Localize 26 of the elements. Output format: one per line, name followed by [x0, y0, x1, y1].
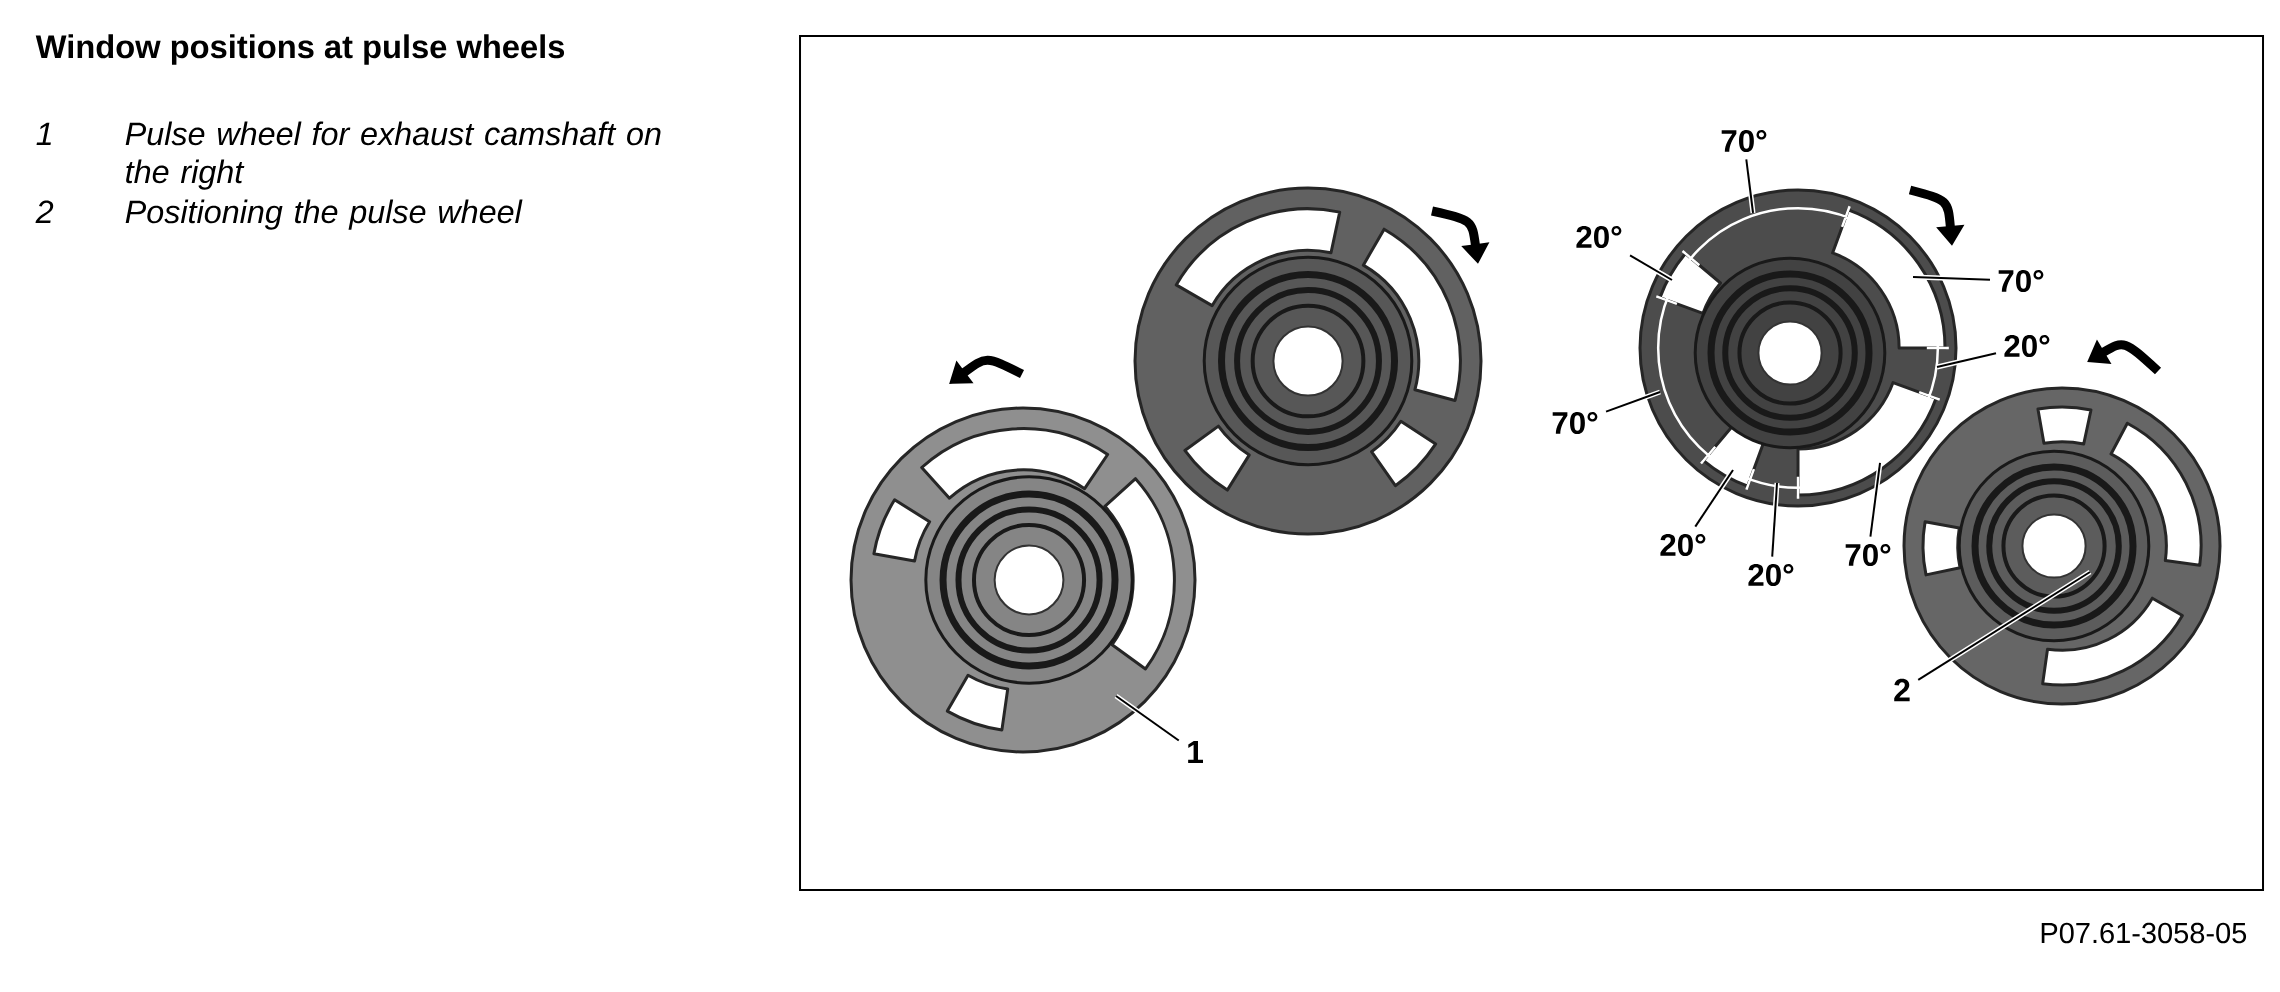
leader-line	[1743, 158, 1756, 214]
leader-line	[1936, 350, 1997, 370]
leader-line	[1628, 253, 1674, 283]
angle-label: 70°	[1552, 411, 1598, 435]
angle-label: 70°	[1845, 543, 1891, 567]
leader-line	[1769, 482, 1780, 558]
angle-label: 20°	[1576, 225, 1622, 249]
leader-line	[1114, 693, 1181, 743]
image-code: P07.61-3058-05	[2041, 922, 2247, 944]
angle-label: 70°	[1998, 269, 2044, 293]
angle-label: 70°	[1721, 129, 1767, 153]
leader-line	[1605, 389, 1661, 415]
callout-number: 2	[1894, 678, 1910, 702]
angle-label: 20°	[1660, 533, 1706, 557]
leader-line	[1912, 274, 1991, 283]
legend-number: 1	[36, 122, 51, 145]
angle-label: 20°	[2004, 334, 2050, 358]
leader-line	[1916, 569, 2092, 682]
legend-text: Positioning the pulse wheel	[125, 199, 523, 230]
leader-line	[1867, 462, 1883, 538]
legend-text: Pulse wheel for exhaust camshaft on the right	[125, 121, 661, 190]
leader-line	[1693, 468, 1736, 528]
legend-number: 2	[35, 200, 54, 223]
angle-label: 20°	[1748, 563, 1794, 587]
callout-number: 1	[1188, 741, 1203, 763]
title: Window positions at pulse wheels	[35, 34, 565, 65]
